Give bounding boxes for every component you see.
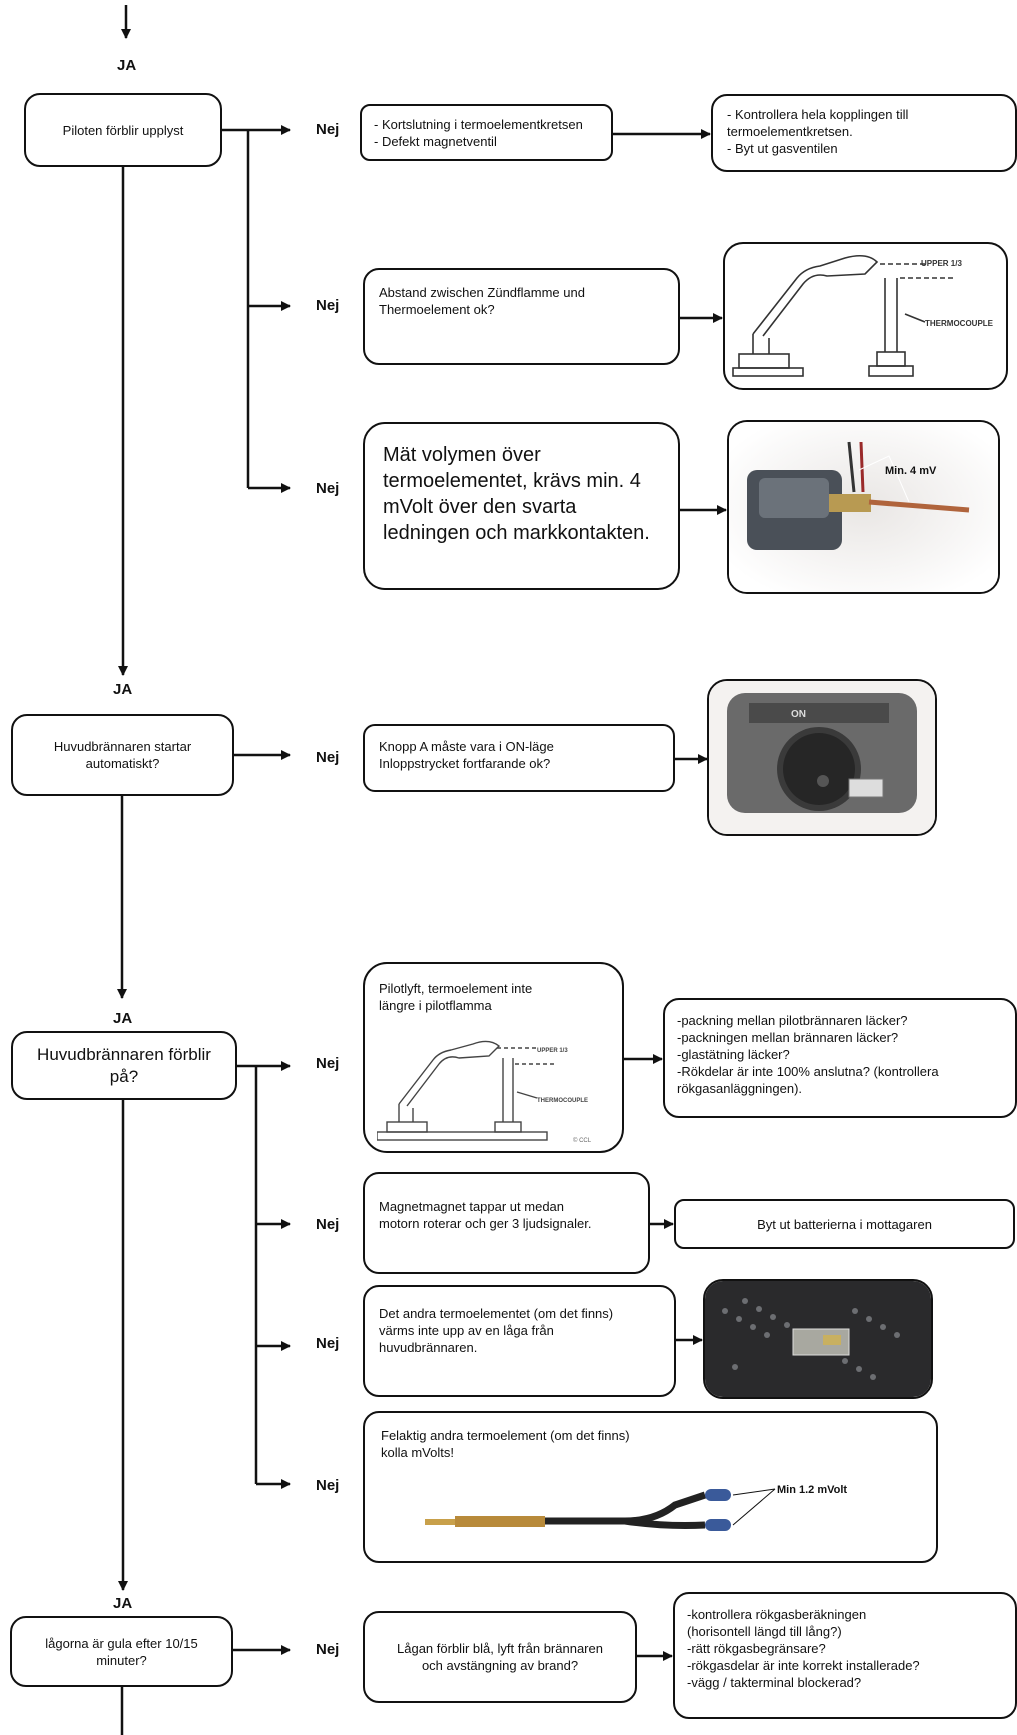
nej-label: Nej <box>316 1477 340 1494</box>
nej-label: Nej <box>316 1335 340 1352</box>
ja-label: JA <box>117 57 137 74</box>
nej-label: Nej <box>316 749 340 766</box>
nej-label: Nej <box>316 1055 340 1072</box>
check-magnet-drops: Magnetmagnet tappar ut medan motorn rote… <box>363 1172 650 1274</box>
nej-label: Nej <box>316 1641 340 1658</box>
ja-label: JA <box>113 1595 133 1612</box>
upper-label: UPPER 1/3 <box>921 259 962 268</box>
check-flame-blue: Lågan förblir blå, lyft från brännaren o… <box>363 1611 637 1703</box>
action-check-flue: -kontrollera rökgasberäkningen (horisont… <box>673 1592 1017 1719</box>
second-thermocouple-photo <box>703 1279 933 1399</box>
action-check-gaskets: -packning mellan pilotbrännaren läcker? … <box>663 998 1017 1118</box>
check-faulty-second-thermocouple: Felaktig andra termoelement (om det finn… <box>363 1411 938 1563</box>
on-label: ON <box>791 709 806 720</box>
check-distance: Abstand zwischen Zündflamme und Thermoel… <box>363 268 680 365</box>
min12-label: Min 1.2 mVolt <box>777 1484 847 1496</box>
nej-label: Nej <box>316 121 340 138</box>
ja-label: JA <box>113 1010 133 1027</box>
thermocouple-cable-photo: Min 1.2 mVolt <box>425 1484 847 1531</box>
step-text: lågorna är gula efter 10/15 minuter? <box>45 1635 198 1668</box>
thermocouple-drawing: UPPER 1/3 THERMOCOUPLE <box>732 254 994 377</box>
check-pilot-lift: Pilotlyft, termoelement inte längre i pi… <box>363 962 624 1153</box>
min4-label: Min. 4 mV <box>885 465 937 477</box>
action-replace-batteries: Byt ut batterierna i mottagaren <box>674 1199 1015 1249</box>
check-measure-voltage: Mät volymen över termoelementet, krävs m… <box>363 422 680 590</box>
step-text: Huvudbrännaren startar automatiskt? <box>53 739 192 771</box>
action-check-connection: - Kontrollera hela kopplingen till termo… <box>711 94 1017 172</box>
nej-label: Nej <box>316 297 340 314</box>
copyright-label: © CCL <box>573 1137 592 1144</box>
step-text: Piloten förblir upplyst <box>62 122 184 138</box>
step-main-burner-auto: Huvudbrännaren startar automatiskt? <box>11 714 234 796</box>
upper-label: UPPER 1/3 <box>537 1048 568 1054</box>
ja-label: JA <box>113 681 133 698</box>
check-short-circuit: - Kortslutning i termoelementkretsen - D… <box>360 104 613 161</box>
nej-label: Nej <box>316 480 340 497</box>
step-flames-yellow: lågorna är gula efter 10/15 minuter? <box>10 1616 233 1687</box>
knob-photo: ON <box>707 679 937 836</box>
nej-label: Nej <box>316 1216 340 1233</box>
check-knob-on: Knopp A måste vara i ON-läge Inloppstryc… <box>363 724 675 792</box>
thermocouple-label: THERMOCOUPLE <box>925 319 994 328</box>
check-second-thermocouple-heat: Det andra termoelementet (om det finns) … <box>363 1285 676 1397</box>
voltage-photo-1: Min. 4 mV <box>727 420 1000 594</box>
step-pilot-lit: Piloten förblir upplyst <box>24 93 222 167</box>
step-text: Huvudbrännaren förblir på? <box>37 1044 211 1086</box>
thermocouple-drawing-2: UPPER 1/3 THERMOCOUPLE © CCL <box>377 1040 592 1144</box>
step-main-burner-stays: Huvudbrännaren förblir på? <box>11 1031 237 1100</box>
thermocouple-diagram-1: UPPER 1/3 THERMOCOUPLE <box>723 242 1008 390</box>
thermocouple-label: THERMOCOUPLE <box>537 1098 588 1104</box>
